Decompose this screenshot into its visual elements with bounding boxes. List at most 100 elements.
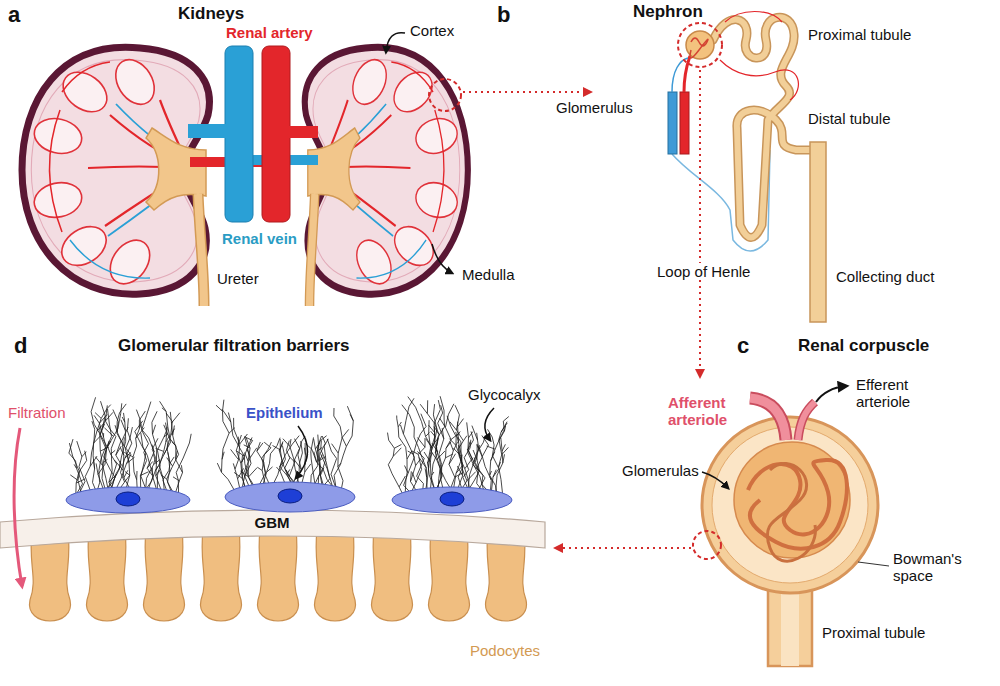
part-label: Glomerulas bbox=[622, 462, 699, 479]
glycocalyx-fiber bbox=[69, 396, 509, 495]
kidney bbox=[22, 47, 209, 306]
venule bbox=[672, 58, 688, 92]
glycocalyx-fiber bbox=[397, 416, 412, 494]
glycocalyx-fiber bbox=[435, 396, 444, 489]
collecting-duct bbox=[810, 142, 826, 322]
podocyte-foot bbox=[201, 530, 242, 621]
glycocalyx-fiber bbox=[69, 443, 85, 495]
glycocalyx-fiber bbox=[141, 433, 153, 490]
glycocalyx-fiber bbox=[332, 408, 349, 490]
panel-title: Kidneys bbox=[178, 4, 244, 24]
glycocalyx-fiber bbox=[334, 406, 353, 488]
glycocalyx-fiber bbox=[417, 451, 425, 490]
vein-segment bbox=[668, 92, 677, 154]
glycocalyx-fiber bbox=[454, 437, 476, 489]
panel-letter: b bbox=[497, 2, 510, 27]
renal-vein bbox=[188, 124, 228, 138]
glycocalyx-fiber bbox=[320, 436, 330, 486]
glycocalyx-fiber bbox=[163, 452, 174, 492]
vessel-label: Renal artery bbox=[226, 24, 313, 41]
glomerulus bbox=[686, 31, 714, 59]
glycocalyx-fiber bbox=[142, 402, 157, 491]
band-label: GBM bbox=[255, 515, 290, 532]
glycocalyx-fiber bbox=[479, 436, 491, 493]
vessel-label: Afferent arteriole bbox=[668, 394, 738, 429]
glycocalyx-fiber bbox=[283, 439, 296, 484]
epithelial-cell bbox=[392, 487, 512, 513]
vessel-label: Renal vein bbox=[222, 230, 297, 247]
glycocalyx-fiber bbox=[222, 409, 257, 487]
podocyte-foot bbox=[372, 530, 413, 621]
capillary-loop bbox=[767, 463, 815, 561]
glycocalyx-fiber bbox=[93, 405, 111, 491]
part-label: Proximal tubule bbox=[808, 26, 911, 43]
part-label: Ureter bbox=[217, 270, 259, 287]
glycocalyx-fiber bbox=[321, 440, 333, 487]
afferent-arteriole bbox=[750, 398, 786, 440]
tubule bbox=[713, 17, 810, 237]
part-label: Proximal tubule bbox=[822, 624, 925, 641]
zoom-circle bbox=[693, 531, 721, 559]
glycocalyx-fiber bbox=[242, 437, 253, 489]
renal-artery bbox=[285, 126, 318, 138]
part-label: Epithelium bbox=[244, 404, 325, 421]
glycocalyx-fiber bbox=[302, 443, 311, 484]
glycocalyx-fiber bbox=[77, 441, 87, 494]
filtration-arrow bbox=[14, 428, 22, 586]
podocyte-foot bbox=[429, 530, 470, 621]
glycocalyx-fiber bbox=[146, 427, 170, 490]
vena-cava bbox=[225, 46, 253, 222]
part-label: Glomerulus bbox=[556, 99, 633, 116]
region-label: Medulla bbox=[462, 266, 515, 283]
leader-arrow bbox=[485, 408, 494, 440]
process-label: Filtration bbox=[8, 404, 66, 421]
basement-membrane bbox=[0, 510, 545, 548]
panel-letter: c bbox=[737, 333, 749, 358]
panel-letter: d bbox=[14, 333, 27, 358]
capillary bbox=[720, 60, 798, 100]
vessel-label: Efferent arteriole bbox=[856, 376, 928, 411]
cell-nucleus bbox=[278, 489, 302, 503]
glycocalyx-fiber bbox=[408, 397, 435, 490]
zoom-circle bbox=[678, 23, 722, 67]
leader-arrow bbox=[702, 472, 728, 488]
leader-line bbox=[858, 562, 889, 566]
part-label: Glycocalyx bbox=[468, 386, 541, 403]
panel-title: Glomerular filtration barriers bbox=[118, 336, 349, 356]
bowman-space bbox=[712, 427, 868, 583]
glycocalyx-fiber bbox=[111, 410, 121, 490]
part-label: Collecting duct bbox=[836, 268, 934, 285]
part-label: Podocytes bbox=[470, 642, 540, 659]
glomerulus bbox=[690, 38, 708, 58]
zoom-arrow bbox=[463, 91, 590, 93]
efferent-arteriole bbox=[798, 402, 815, 440]
glycocalyx-fiber bbox=[463, 440, 471, 490]
artery-segment bbox=[680, 92, 689, 154]
glycocalyx-fiber bbox=[318, 436, 326, 486]
glycocalyx-fiber bbox=[293, 441, 303, 484]
cell-nucleus bbox=[116, 492, 140, 506]
membrane-band: GBM bbox=[250, 514, 295, 533]
leader-arrow bbox=[296, 426, 308, 478]
glycocalyx-fiber bbox=[161, 412, 180, 493]
glycocalyx-fiber bbox=[402, 405, 427, 491]
zoom-arrow bbox=[556, 547, 691, 549]
leader-arrow bbox=[432, 244, 452, 273]
glycocalyx-fiber bbox=[277, 446, 286, 485]
panel-letter: a bbox=[8, 2, 20, 27]
zoom-circle bbox=[429, 79, 461, 111]
glycocalyx-fiber bbox=[85, 421, 97, 492]
podocyte-foot bbox=[30, 530, 527, 621]
podocyte-foot bbox=[258, 530, 299, 621]
afferent-arteriole bbox=[750, 398, 786, 440]
glycocalyx-fiber bbox=[499, 422, 509, 495]
cell-nucleus bbox=[440, 492, 464, 506]
glomerular-tuft bbox=[734, 442, 850, 558]
capillary bbox=[725, 12, 782, 23]
epithelial-cell bbox=[66, 487, 190, 513]
podocyte-foot bbox=[315, 530, 356, 621]
